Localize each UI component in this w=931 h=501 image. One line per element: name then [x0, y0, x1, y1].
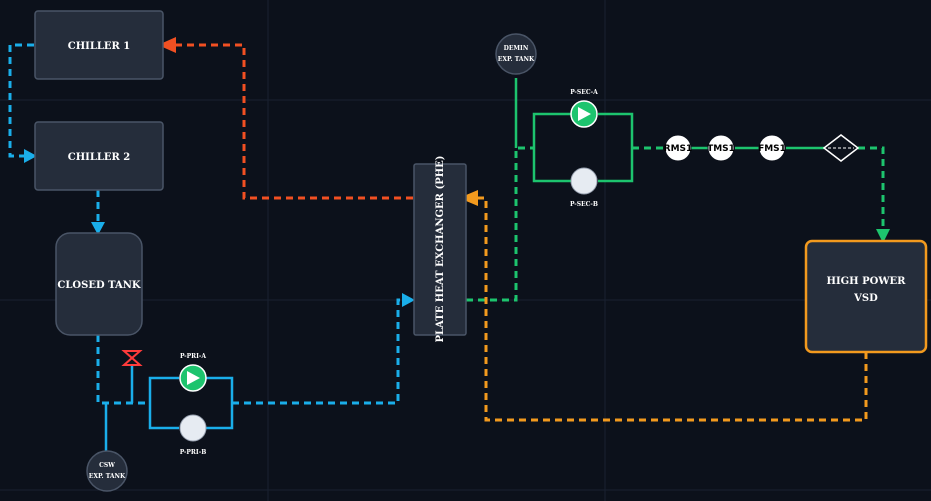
pump-icon: [187, 371, 200, 385]
plate-heat-exchanger[interactable]: PLATE HEAT EXCHANGER (PHE): [413, 155, 467, 343]
sensor-fms1-label: FMS1: [758, 144, 786, 154]
orange-return-line: [459, 190, 868, 422]
hot-return-line: [158, 37, 413, 200]
demin-expansion-tank[interactable]: DEMIN EXP. TANK: [495, 33, 537, 75]
arrowhead-chiller2: [24, 149, 37, 163]
sensor-tms1-label: TMS1: [707, 144, 735, 154]
arrowhead-phe-inlet: [402, 293, 415, 307]
secondary-lines: [466, 78, 890, 302]
phe-label: PLATE HEAT EXCHANGER (PHE): [435, 155, 446, 342]
closed-tank-label: CLOSED TANK: [57, 280, 140, 291]
csw-label-line2: EXP. TANK: [89, 473, 126, 480]
csw-expansion-tank[interactable]: CSW EXP. TANK: [86, 450, 128, 492]
demin-label-line1: DEMIN: [504, 45, 529, 52]
pump-icon: [578, 107, 591, 121]
chiller-2[interactable]: CHILLER 2: [34, 121, 164, 191]
sensor-rms1[interactable]: RMS1: [664, 134, 693, 162]
high-power-vsd[interactable]: HIGH POWER VSD: [804, 239, 928, 354]
arrowhead-chiller1: [158, 37, 176, 53]
pump-pri-b[interactable]: P-PRI-B: [179, 414, 207, 456]
chiller-1[interactable]: CHILLER 1: [34, 10, 164, 80]
chilled-water-lines: [8, 43, 415, 452]
arrowhead-closed-tank: [91, 222, 105, 235]
butterfly-valve-icon[interactable]: [121, 350, 143, 366]
csw-label-line1: CSW: [99, 462, 115, 469]
chiller-1-label: CHILLER 1: [68, 41, 131, 52]
pump-sec-a[interactable]: P-SEC-A: [570, 89, 598, 128]
sensor-rms1-label: RMS1: [664, 144, 693, 154]
arrowhead-vsd: [876, 229, 890, 243]
pump-pri-a[interactable]: P-PRI-A: [179, 353, 207, 392]
closed-tank[interactable]: CLOSED TANK: [55, 232, 143, 336]
pump-pri-b-label: P-PRI-B: [180, 449, 207, 456]
sensor-fms1[interactable]: FMS1: [758, 134, 786, 162]
arrowhead-phe-return: [459, 190, 478, 206]
pump-sec-b-label: P-SEC-B: [570, 201, 598, 208]
strainer-diamond-icon[interactable]: [822, 134, 860, 162]
pump-sec-a-label: P-SEC-A: [570, 89, 598, 96]
sensor-tms1[interactable]: TMS1: [707, 134, 735, 162]
demin-label-line2: EXP. TANK: [498, 56, 535, 63]
pump-sec-b[interactable]: P-SEC-B: [570, 167, 598, 208]
vsd-label-line1: HIGH POWER: [827, 276, 907, 287]
vsd-label-line2: VSD: [853, 293, 878, 304]
chiller-2-label: CHILLER 2: [68, 152, 131, 163]
pump-pri-a-label: P-PRI-A: [180, 353, 206, 360]
